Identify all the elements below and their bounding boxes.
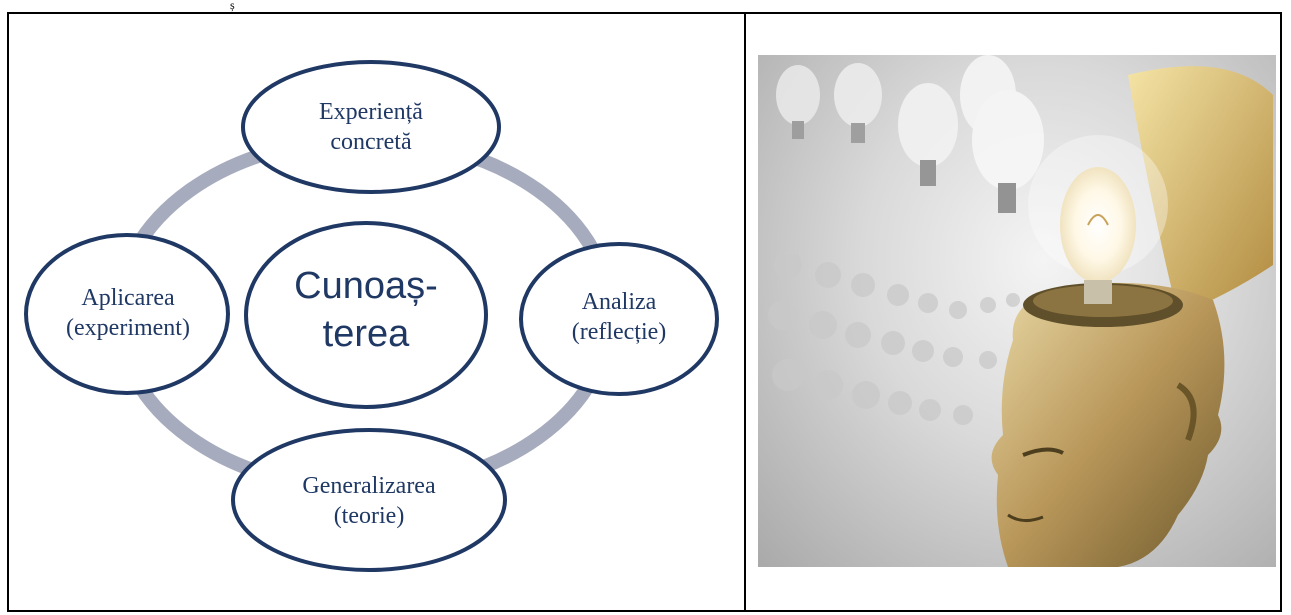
node-right-ellipse [519, 242, 719, 396]
lightbulb-head-icon [768, 55, 1273, 567]
node-right-label: Analiza (reflecție) [571, 289, 667, 345]
node-left-label: Aplicarea (experiment) [66, 285, 190, 341]
node-center-label: Cunoaș- terea [294, 265, 438, 355]
node-left-ellipse [24, 233, 230, 395]
node-top-label: Experiență concretă [319, 99, 423, 155]
node-center-ellipse [244, 221, 488, 409]
column-divider [744, 12, 746, 612]
node-bottom-label: Generalizarea (teorie) [302, 473, 436, 529]
node-bottom-ellipse [231, 428, 507, 572]
table-frame [7, 12, 1282, 612]
cycle-diagram [24, 60, 719, 572]
top-stray-character: ș [230, 0, 235, 12]
lightbulb-head-image [758, 55, 1276, 567]
node-top-ellipse [241, 60, 501, 194]
